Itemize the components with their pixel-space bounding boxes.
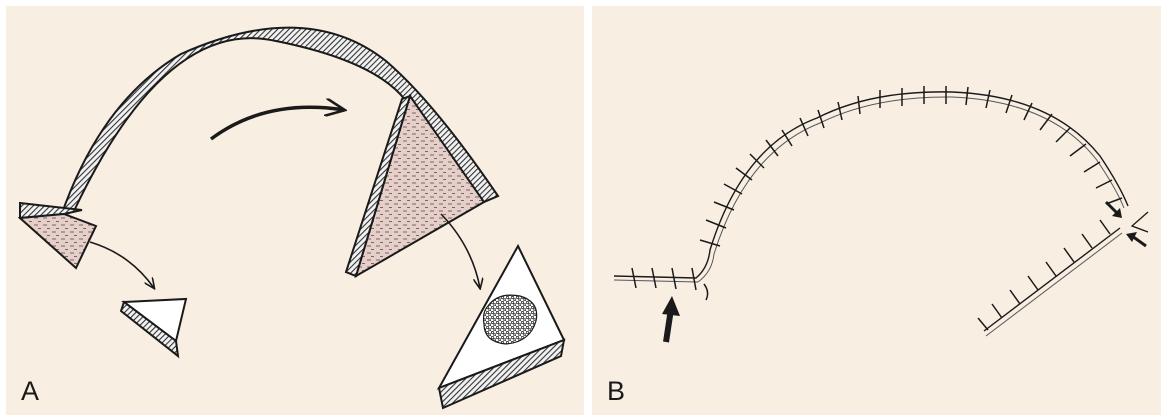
panel-label-a: A <box>21 376 39 407</box>
panel-a: A <box>6 6 584 415</box>
panel-b: B <box>592 6 1161 415</box>
junction-arrow-upper <box>1106 202 1122 218</box>
junction-arrow-open <box>1132 212 1148 232</box>
panel-b-illustration <box>592 6 1161 415</box>
excision-arrow-right <box>441 214 480 288</box>
rotation-arrow <box>211 107 344 139</box>
excised-lesion-specimen <box>439 246 564 408</box>
lesion-defect-triangle <box>346 96 484 276</box>
junction-arrow-lower <box>1126 232 1146 246</box>
interrupted-sutures <box>632 86 1122 330</box>
closed-incision-tail <box>984 228 1120 331</box>
bottom-pointer-arrow <box>662 296 680 342</box>
panel-label-b: B <box>607 376 625 407</box>
closed-incision-line <box>614 92 1128 278</box>
donor-defect-wedge <box>20 203 96 268</box>
excision-arrow-left <box>90 242 154 288</box>
excised-small-triangle <box>121 299 186 356</box>
panel-a-illustration <box>6 6 584 415</box>
